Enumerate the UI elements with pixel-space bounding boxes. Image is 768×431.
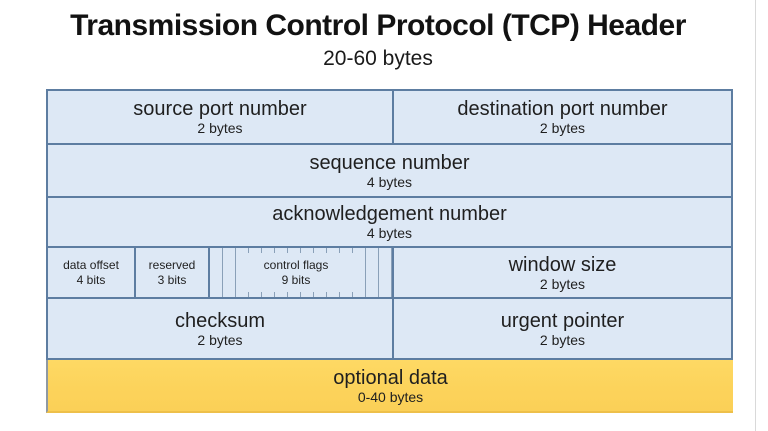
field-label: checksum <box>174 309 266 332</box>
row-checksum-urgent: checksum 2 bytes urgent pointer 2 bytes <box>48 299 731 358</box>
field-size: 2 bytes <box>539 331 586 348</box>
field-control-flags: control flags 9 bits <box>238 253 354 292</box>
row-ports: source port number 2 bytes destination p… <box>48 91 731 145</box>
field-source-port: source port number 2 bytes <box>48 91 394 143</box>
field-data-offset: data offset 4 bits <box>48 248 136 297</box>
field-size: 9 bits <box>281 272 311 287</box>
field-label: reserved <box>148 257 196 272</box>
field-label: optional data <box>333 366 448 389</box>
flag-bit-cell <box>210 248 223 297</box>
field-window-size: window size 2 bytes <box>394 248 731 297</box>
field-size: 2 bytes <box>197 120 243 136</box>
field-label: acknowledgement number <box>272 203 507 225</box>
field-label: urgent pointer <box>500 309 625 332</box>
field-size: 4 bytes <box>366 173 413 190</box>
field-optional-data: optional data 0-40 bytes <box>46 360 733 413</box>
field-checksum: checksum 2 bytes <box>48 299 394 358</box>
field-acknowledgement-number: acknowledgement number 4 bytes <box>48 198 731 246</box>
field-sequence-number: sequence number 4 bytes <box>48 145 731 196</box>
page-subtitle: 20-60 bytes <box>323 47 433 70</box>
field-size: 0-40 bytes <box>357 388 424 405</box>
flag-bit-cell <box>353 248 366 297</box>
flag-bit-cell <box>379 248 392 297</box>
slide-edge-line <box>755 0 756 431</box>
field-reserved: reserved 3 bits <box>136 248 210 297</box>
tcp-header-table: source port number 2 bytes destination p… <box>46 89 733 360</box>
row-flags-window: data offset 4 bits reserved 3 bits contr… <box>48 248 731 299</box>
field-size: 4 bytes <box>366 225 413 241</box>
field-label: window size <box>508 253 617 276</box>
field-size: 2 bytes <box>197 331 243 348</box>
field-size: 3 bits <box>157 272 187 287</box>
field-destination-port: destination port number 2 bytes <box>394 91 731 143</box>
field-size: 2 bytes <box>539 120 586 136</box>
flag-bit-cell <box>223 248 236 297</box>
field-label: control flags <box>263 257 329 272</box>
field-label: destination port number <box>457 98 668 120</box>
field-label: sequence number <box>309 151 470 174</box>
row-sequence-number: sequence number 4 bytes <box>48 145 731 198</box>
row-acknowledgement-number: acknowledgement number 4 bytes <box>48 198 731 248</box>
field-label: data offset <box>63 257 119 272</box>
control-flags-cells: control flags 9 bits <box>210 248 394 297</box>
field-size: 2 bytes <box>539 275 586 292</box>
flag-bit-cell <box>366 248 379 297</box>
page-title: Transmission Control Protocol (TCP) Head… <box>70 9 686 42</box>
field-urgent-pointer: urgent pointer 2 bytes <box>394 299 731 358</box>
header-block: Transmission Control Protocol (TCP) Head… <box>0 8 756 72</box>
field-size: 4 bits <box>76 272 106 287</box>
field-label: source port number <box>133 98 307 120</box>
